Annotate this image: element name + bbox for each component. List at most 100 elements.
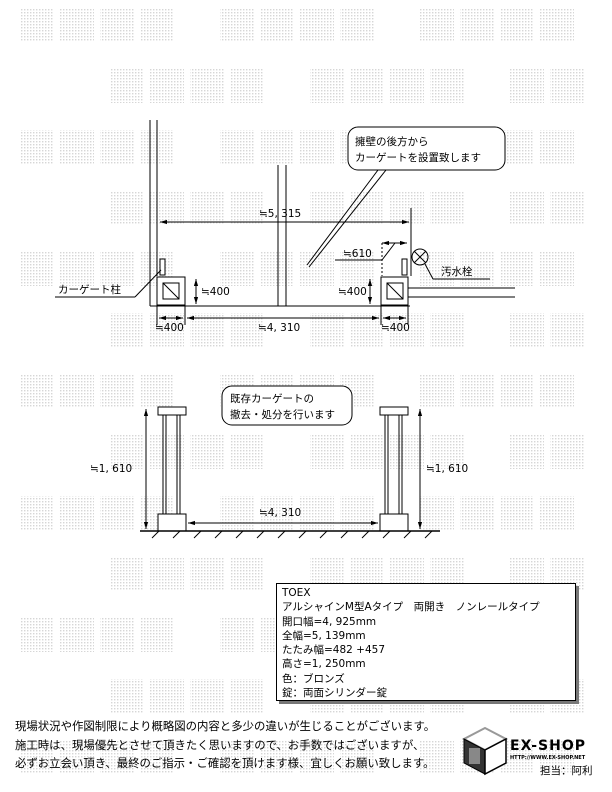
note-line: 必ずお立会い頂き、最終のご指示・ご確認を頂けます様、宜しくお願い致します。 [15, 756, 435, 770]
watermark-block [460, 252, 494, 286]
elevation-view [140, 385, 440, 539]
ground-hatch [319, 530, 328, 539]
watermark-block [110, 679, 144, 713]
watermark-block [100, 740, 134, 774]
watermark-block [340, 8, 374, 42]
brand-url: HTTP://WWW.EX-SHOP.NET [510, 755, 586, 761]
watermark-block [60, 8, 94, 42]
watermark-block [230, 435, 264, 469]
watermark-block [20, 740, 54, 774]
watermark-block [20, 8, 54, 42]
watermark-block [510, 435, 544, 469]
ground-hatch [277, 530, 286, 539]
watermark-block [510, 191, 544, 225]
watermark-block [420, 740, 454, 774]
watermark-block [150, 557, 184, 591]
watermark-block [110, 435, 144, 469]
watermark-block [390, 69, 424, 103]
staff-name: 担当：阿利 [540, 765, 593, 777]
spec-maker: TOEX [282, 587, 311, 599]
watermark-block [300, 130, 334, 164]
dim-span: ≒4, 310 [258, 322, 300, 334]
watermark-block [60, 496, 94, 530]
ground-hatch [403, 530, 412, 539]
watermark-block [100, 618, 134, 652]
watermark-block [110, 69, 144, 103]
spec-product: アルシャインM型Aタイプ 両開き ノンレールタイプ [282, 601, 540, 614]
ex-shop-logo-icon [462, 726, 508, 776]
watermark-block [310, 69, 344, 103]
watermark-block [190, 69, 224, 103]
watermark-block [60, 618, 94, 652]
spec-lock: 錠：両面シリンダー錠 [282, 687, 387, 700]
note-line: 施工時は、現場優先とさせて頂きたく思いますので、お手数ではございますが、 [15, 737, 425, 752]
watermark-block [220, 8, 254, 42]
watermark-block [420, 496, 454, 530]
watermark-block [140, 740, 174, 774]
plan-callout-line2: カーゲートを設置致します [355, 151, 481, 164]
plan-callout-line1: 擁壁の後方から [355, 135, 429, 148]
watermark-block [150, 69, 184, 103]
sewer-icon [411, 248, 429, 266]
watermark-block [310, 435, 344, 469]
watermark-block [420, 374, 454, 408]
dim-total: ≒5, 315 [259, 208, 301, 220]
watermark-block [540, 130, 574, 164]
watermark-block [540, 496, 574, 530]
watermark-block [100, 374, 134, 408]
plan-callout-bubble [347, 126, 506, 171]
watermark-block [150, 435, 184, 469]
watermark-block [140, 8, 174, 42]
watermark-block [220, 252, 254, 286]
dim-post-w-right: ≒400 [381, 322, 410, 334]
spec-folded-width: たたみ幅=482 +457 [282, 644, 386, 657]
watermark-block [430, 69, 464, 103]
watermark-block [190, 557, 224, 591]
dim-height-left: ≒1, 610 [90, 463, 132, 475]
watermark-block [60, 130, 94, 164]
watermark-block [300, 740, 334, 774]
watermark-block [430, 191, 464, 225]
watermark-block [460, 496, 494, 530]
watermark-block [500, 130, 534, 164]
watermark-block [500, 496, 534, 530]
watermark-block [260, 252, 294, 286]
watermark-block [550, 191, 584, 225]
watermark-block [220, 740, 254, 774]
dim-height-right: ≒1, 610 [426, 463, 468, 475]
watermark-block [460, 8, 494, 42]
watermark-block [150, 679, 184, 713]
ground-hatch [382, 530, 391, 539]
watermark-block [100, 8, 134, 42]
plan-view [55, 120, 515, 325]
elev-callout-line1: 既存カーゲートの [230, 392, 314, 405]
watermark-block [260, 740, 294, 774]
ground-hatch [214, 530, 223, 539]
watermark-block [100, 496, 134, 530]
watermark-block [190, 435, 224, 469]
watermark-block [540, 8, 574, 42]
note-line: 現場状況や作図制限により概略図の内容と多少の違いが生じることがございます。 [15, 719, 436, 733]
watermark-block [510, 69, 544, 103]
watermark-block [430, 435, 464, 469]
watermark-block [100, 252, 134, 286]
watermark-block [500, 374, 534, 408]
ground-hatch [235, 530, 244, 539]
dim-610: ≒610 [343, 248, 372, 260]
watermark-block [550, 69, 584, 103]
spec-total-width: 全幅=5, 139mm [282, 629, 366, 642]
watermark-block [110, 191, 144, 225]
watermark-block [140, 618, 174, 652]
dim-post-h-right: ≒400 [338, 286, 367, 298]
watermark-block [150, 191, 184, 225]
ground-hatch [424, 530, 433, 539]
watermark-block [540, 374, 574, 408]
brand-name: EX-SHOP [510, 738, 586, 754]
ground-hatch [172, 530, 181, 539]
watermark-block [20, 374, 54, 408]
dim-post-h-left: ≒400 [201, 286, 230, 298]
ground-hatch [340, 530, 349, 539]
watermark-block [220, 618, 254, 652]
footer-notes: 現場状況や作図制限により概略図の内容と多少の違いが生じることがございます。 施工… [15, 717, 455, 773]
